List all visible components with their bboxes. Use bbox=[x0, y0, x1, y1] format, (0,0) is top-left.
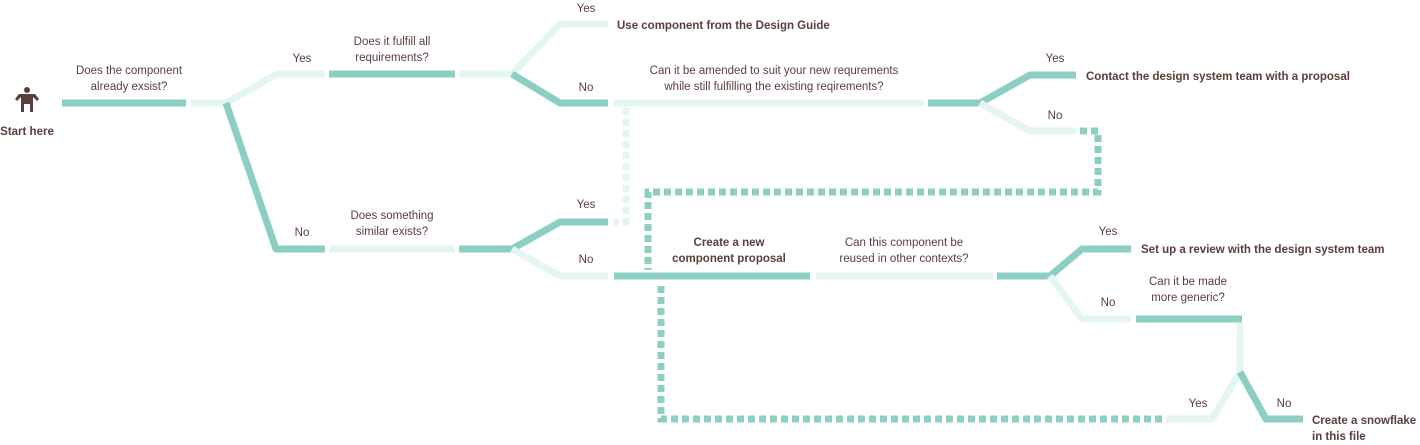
question-line: Does the component bbox=[76, 65, 183, 77]
question-line: similar exists? bbox=[356, 226, 428, 238]
answer-exists-yes: Yes bbox=[293, 53, 312, 65]
answer-exists-no: No bbox=[295, 227, 310, 239]
question-line: more generic? bbox=[1151, 292, 1225, 304]
answer-similar-no: No bbox=[579, 254, 594, 266]
outcome-contact-team: Contact the design system team with a pr… bbox=[1086, 71, 1350, 83]
outcome-snowflake: Create a snowflake bbox=[1312, 415, 1416, 427]
answer-generic-no: No bbox=[1277, 398, 1292, 410]
path-reuse-yes bbox=[1047, 245, 1131, 279]
question-line: already exsist? bbox=[91, 81, 168, 93]
start-node: Start here bbox=[0, 87, 54, 138]
outcome-snowflake: in this file bbox=[1312, 431, 1366, 443]
question-reuse: Can this component be reused in other co… bbox=[839, 237, 968, 265]
question-component-exists: Does the component already exsist? bbox=[76, 65, 183, 93]
path-fulfill-no bbox=[510, 71, 608, 107]
question-line: Can it be made bbox=[1149, 276, 1227, 288]
answer-similar-yes: Yes bbox=[577, 199, 596, 211]
path-exists-no bbox=[222, 101, 325, 253]
person-icon bbox=[15, 87, 39, 112]
question-amend: Can it be amended to suit your new requr… bbox=[650, 65, 899, 93]
question-line: Can this component be bbox=[845, 237, 963, 249]
question-similar-exists: Does something similar exists? bbox=[350, 210, 433, 238]
outcome-create-proposal: Create a new bbox=[694, 237, 765, 249]
path-amend-yes bbox=[978, 71, 1076, 107]
path-exists-yes bbox=[224, 70, 325, 107]
path-generic-yes bbox=[1166, 370, 1244, 423]
answer-amend-no: No bbox=[1048, 110, 1063, 122]
answer-generic-yes: Yes bbox=[1189, 398, 1208, 410]
question-fulfill-requirements: Does it fulfill all requirements? bbox=[354, 36, 431, 64]
question-line: requirements? bbox=[355, 52, 429, 64]
answer-amend-yes: Yes bbox=[1046, 53, 1065, 65]
path-amend-no bbox=[978, 99, 1076, 135]
outcome-use-component: Use component from the Design Guide bbox=[617, 20, 830, 32]
path-similar-no bbox=[510, 245, 608, 280]
start-label: Start here bbox=[0, 126, 54, 138]
outcomes: Use component from the Design Guide Cont… bbox=[617, 20, 1416, 443]
path-generic-yes-dashed bbox=[657, 284, 1162, 423]
path-reuse-no bbox=[1047, 273, 1131, 323]
answer-reuse-yes: Yes bbox=[1099, 226, 1118, 238]
answers: Yes No Yes No Yes No Yes No Yes No Yes N… bbox=[293, 3, 1292, 410]
path-amend-no-dashed bbox=[644, 127, 1102, 270]
path-similar-yes bbox=[510, 218, 608, 253]
answer-fulfill-yes: Yes bbox=[577, 3, 596, 15]
question-line: Does something bbox=[350, 210, 433, 222]
question-line: while still fulfilling the existing reqi… bbox=[663, 81, 883, 93]
connectors bbox=[62, 20, 1303, 423]
outcome-setup-review: Set up a review with the design system t… bbox=[1141, 244, 1385, 256]
question-line: Does it fulfill all bbox=[354, 36, 431, 48]
path-dashed-light bbox=[614, 108, 630, 226]
answer-fulfill-no: No bbox=[579, 82, 594, 94]
answer-reuse-no: No bbox=[1101, 297, 1116, 309]
question-line: Can it be amended to suit your new requr… bbox=[650, 65, 899, 77]
path-generic-no bbox=[1236, 370, 1303, 423]
outcome-create-proposal: component proposal bbox=[672, 253, 786, 265]
question-more-generic: Can it be made more generic? bbox=[1149, 276, 1227, 304]
question-line: reused in other contexts? bbox=[839, 253, 968, 265]
path-fulfill-yes bbox=[509, 20, 608, 77]
